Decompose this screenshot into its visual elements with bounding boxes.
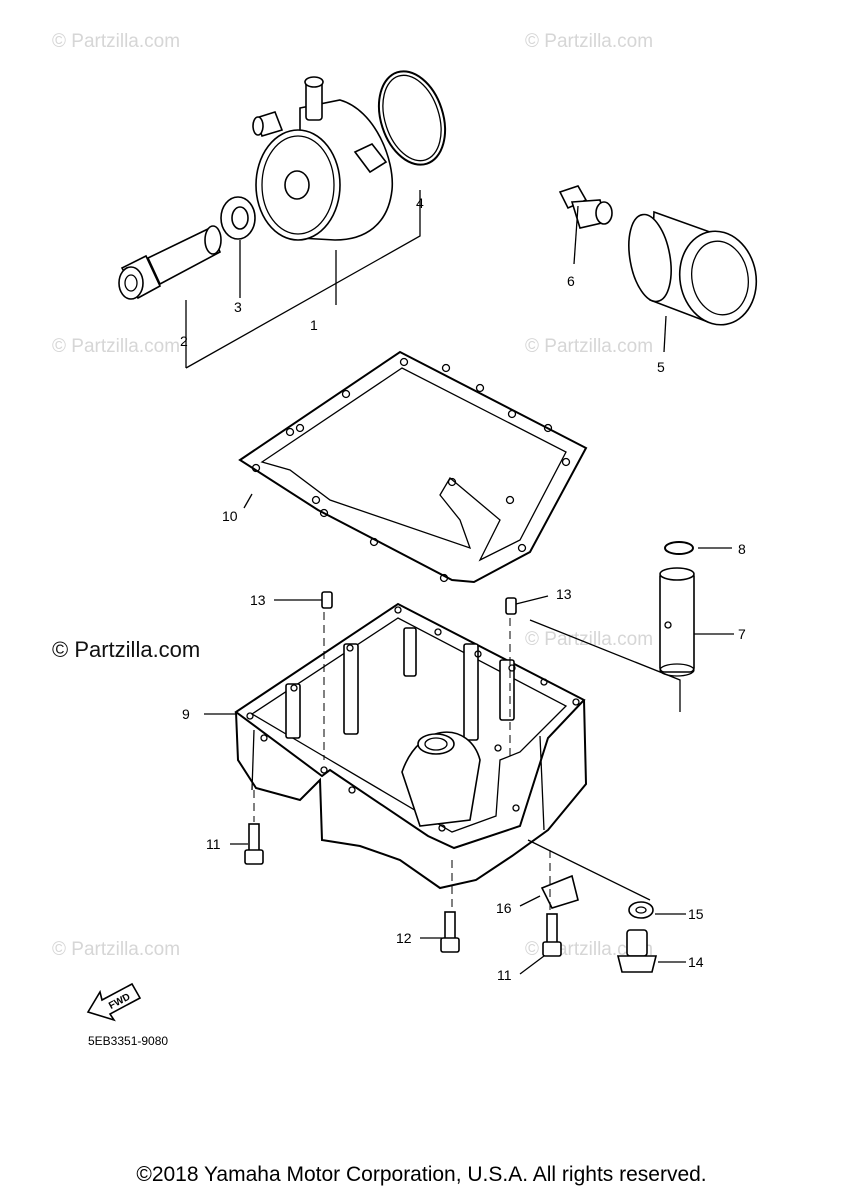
- watermark-center-right: © Partzilla.com: [525, 629, 653, 650]
- callout-5: 5: [657, 359, 665, 375]
- callout-1: 1: [310, 317, 318, 333]
- callout-14: 14: [688, 954, 704, 970]
- washer-3: [220, 196, 256, 240]
- callout-12: 12: [396, 930, 412, 946]
- oil-cooler: [252, 76, 394, 241]
- union-fitting: [558, 185, 613, 229]
- callout-11-left: 11: [206, 836, 221, 852]
- watermark-top-left: © Partzilla.com: [52, 31, 180, 52]
- watermark-large: © Partzilla.com: [52, 637, 200, 662]
- callout-13-right: 13: [556, 586, 572, 602]
- callout-6: 6: [567, 273, 575, 289]
- callout-8: 8: [738, 541, 746, 557]
- callout-4: 4: [416, 195, 424, 211]
- fwd-arrow-icon: FWD: [86, 982, 142, 1022]
- bolt-12: [440, 911, 460, 953]
- oil-filter: [628, 210, 758, 326]
- leader-lines: [185, 190, 734, 975]
- callout-11-right: 11: [497, 967, 512, 983]
- callout-15: 15: [688, 906, 704, 922]
- callout-9: 9: [182, 706, 190, 722]
- strainer: [659, 567, 695, 677]
- watermark-mid-right: © Partzilla.com: [525, 336, 653, 357]
- bracket-16: [540, 874, 579, 909]
- o-ring: [377, 70, 447, 166]
- copyright-notice: ©2018 Yamaha Motor Corporation, U.S.A. A…: [136, 1163, 707, 1186]
- watermark-top-right: © Partzilla.com: [525, 31, 653, 52]
- bolt-11-left: [244, 823, 264, 865]
- gasket-15: [628, 901, 654, 919]
- drain-bolt: [616, 929, 658, 973]
- oil-pan-gasket: [238, 350, 588, 584]
- callout-7: 7: [738, 626, 746, 642]
- o-ring-8: [664, 541, 694, 555]
- diagram-reference: 5EB3351-9080: [88, 1034, 168, 1048]
- callout-16: 16: [496, 900, 512, 916]
- watermark-bottom-left: © Partzilla.com: [52, 939, 180, 960]
- callout-13-left: 13: [250, 592, 266, 608]
- callout-3: 3: [234, 299, 242, 315]
- callout-10: 10: [222, 508, 238, 524]
- oil-pan: [234, 602, 588, 890]
- watermark-mid-left: © Partzilla.com: [52, 336, 180, 357]
- dowel-pin-left: [321, 591, 333, 609]
- union-bolt: [118, 225, 222, 300]
- bolt-11-right: [542, 913, 562, 957]
- dowel-pin-right: [505, 597, 517, 615]
- callout-2: 2: [180, 333, 188, 349]
